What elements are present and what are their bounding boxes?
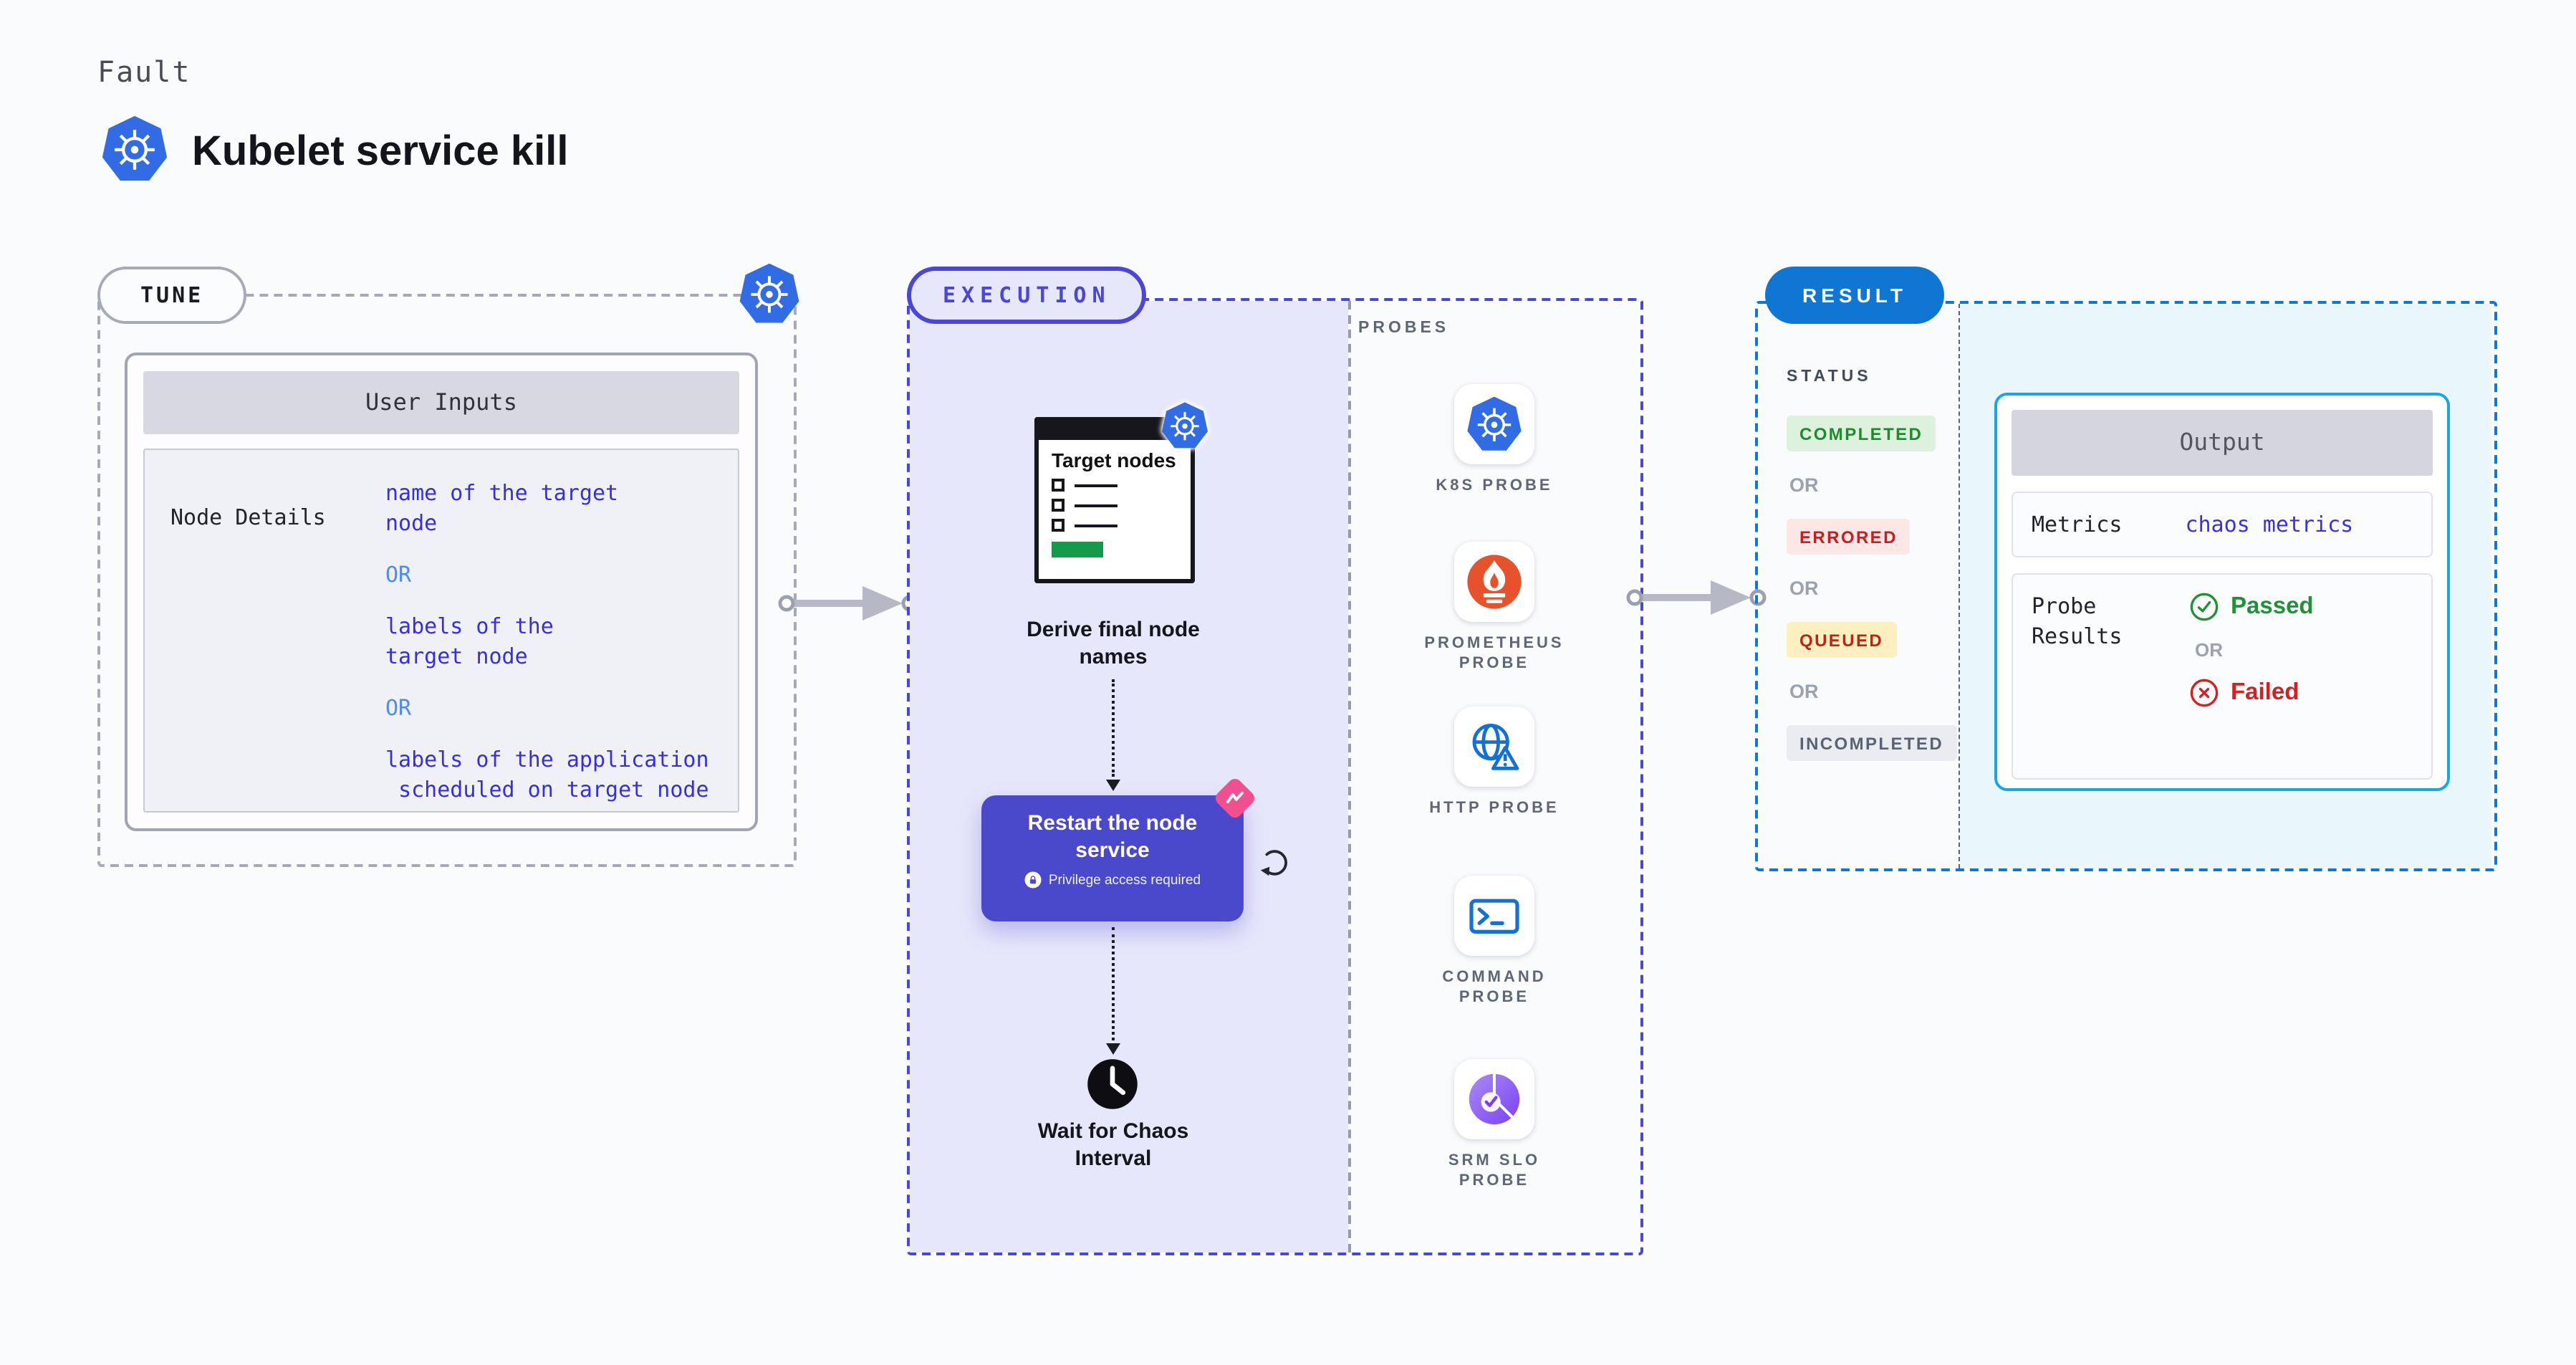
kubernetes-icon [100, 115, 169, 183]
or-separator: OR [385, 562, 412, 588]
terminal-icon [1466, 887, 1523, 944]
metrics-row: Metrics chaos metrics [2012, 492, 2433, 557]
flow-arrow [777, 579, 920, 628]
or-separator: OR [1789, 578, 1819, 599]
wait-chaos-interval-step: Wait for Chaos Interval [1037, 1119, 1189, 1171]
node-list-item [1052, 519, 1191, 532]
arrow-down-icon [1106, 780, 1120, 791]
probe-results-label: Probe Results [2032, 593, 2123, 649]
page-title: Kubelet service kill [192, 129, 569, 175]
privilege-note: Privilege access required [981, 871, 1244, 889]
slo-pie-check-icon [1466, 1071, 1523, 1128]
status-badge-errored: ERRORED [1787, 519, 1911, 555]
output-panel: Output Metrics chaos metrics Probe Resul… [1994, 393, 2450, 791]
input-option: labels of the target node [385, 613, 554, 669]
user-inputs-card: User Inputs Node Details name of the tar… [125, 353, 758, 831]
or-separator: OR [385, 695, 412, 721]
input-row-label: Node Details [170, 504, 326, 530]
metrics-label: Metrics [2032, 512, 2123, 537]
status-badge-incompleted: INCOMPLETED [1787, 725, 1957, 761]
probe-results-row: Probe Results Passed OR Failed [2012, 573, 2433, 780]
flow-connector [1112, 927, 1115, 1040]
checkbox-icon [1052, 519, 1064, 532]
kubernetes-icon [1160, 401, 1209, 450]
derive-node-names-step: Derive final node names [1027, 618, 1200, 669]
srm-slo-probe-label: SRM SLO PROBE [1448, 1152, 1541, 1189]
line-placeholder [1075, 484, 1118, 487]
input-option: labels of the application scheduled on t… [385, 747, 709, 803]
chaos-squiggle-icon [1222, 785, 1248, 811]
or-separator: OR [1789, 681, 1819, 702]
probes-label: PROBES [1358, 320, 1450, 337]
clock-icon [1086, 1058, 1139, 1111]
srm-slo-probe-card [1454, 1059, 1534, 1139]
k8s-probe-label: K8S PROBE [1436, 477, 1553, 494]
retry-loop-icon [1256, 846, 1291, 880]
green-progress-bar [1052, 542, 1103, 557]
status-badge-queued: QUEUED [1787, 622, 1897, 658]
probe-results-values: Passed OR Failed [2189, 592, 2314, 761]
execution-badge: EXECUTION [907, 267, 1147, 324]
target-nodes-title: Target nodes [1052, 449, 1176, 471]
action-title: Restart the node service [1027, 811, 1198, 863]
line-placeholder [1075, 524, 1118, 527]
command-probe-label: COMMAND PROBE [1442, 969, 1547, 1006]
or-separator: OR [1789, 474, 1819, 496]
node-list-item [1052, 499, 1191, 512]
result-badge: RESULT [1765, 267, 1944, 324]
http-probe-label: HTTP PROBE [1429, 800, 1559, 817]
kubernetes-icon [738, 261, 801, 327]
arrow-down-icon [1106, 1043, 1120, 1055]
input-option: name of the target node [385, 480, 619, 536]
flow-arrow [1625, 573, 1768, 622]
execution-probes-divider [1348, 301, 1351, 1253]
or-separator: OR [2195, 639, 2223, 661]
status-output-divider [1959, 304, 1960, 868]
status-badge-completed: COMPLETED [1787, 416, 1936, 451]
flow-connector [1112, 679, 1115, 777]
checkbox-icon [1052, 499, 1064, 512]
tune-badge: TUNE [97, 267, 247, 324]
http-globe-warning-icon [1466, 718, 1523, 775]
status-label: STATUS [1787, 368, 1872, 385]
output-title: Output [2012, 410, 2433, 476]
restart-node-service-step: Restart the node service Privilege acces… [981, 795, 1244, 921]
tune-zone [97, 294, 797, 867]
prometheus-icon [1466, 553, 1523, 610]
failed-label: Failed [2231, 679, 2299, 705]
command-probe-card [1454, 876, 1534, 956]
checkbox-icon [1052, 479, 1064, 492]
kubernetes-icon [1466, 396, 1523, 453]
line-placeholder [1075, 504, 1118, 507]
lock-icon [1024, 871, 1042, 889]
node-list-item [1052, 479, 1191, 492]
privilege-note-text: Privilege access required [1048, 872, 1201, 888]
http-probe-card [1454, 707, 1534, 787]
prometheus-probe-label: PROMETHEUS PROBE [1424, 635, 1565, 672]
user-inputs-title: User Inputs [143, 371, 739, 434]
check-circle-icon [2189, 592, 2219, 622]
x-circle-icon [2189, 678, 2219, 708]
chaos-metrics-link[interactable]: chaos metrics [2185, 512, 2354, 537]
input-options: name of the target node OR labels of the… [385, 450, 738, 811]
prometheus-probe-card [1454, 542, 1534, 622]
user-inputs-table: Node Details name of the target node OR … [143, 449, 739, 813]
status-stack: COMPLETED OR ERRORED OR QUEUED OR INCOMP… [1787, 416, 1957, 761]
k8s-probe-card [1454, 384, 1534, 464]
passed-label: Passed [2231, 593, 2314, 619]
fault-eyebrow: Fault [97, 54, 191, 89]
